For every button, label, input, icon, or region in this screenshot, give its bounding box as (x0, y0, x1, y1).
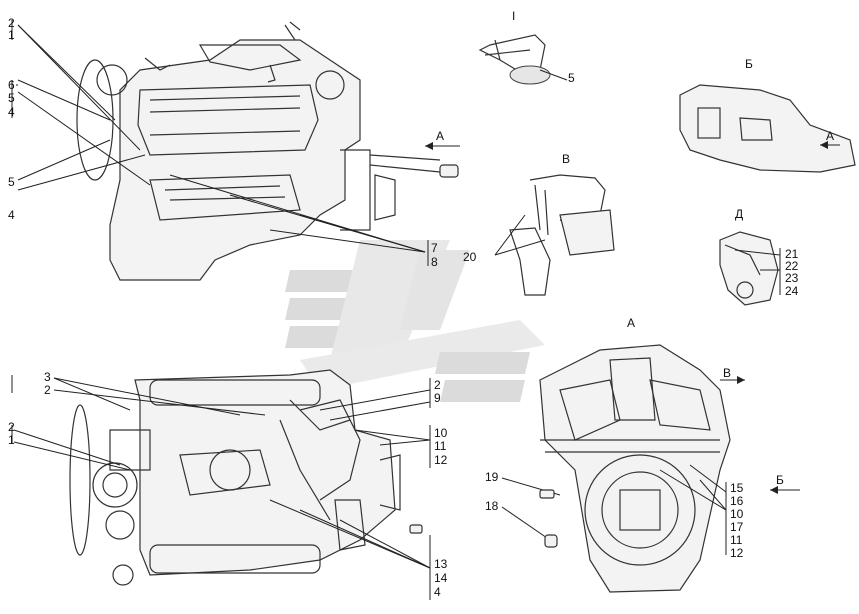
svg-text:В: В (562, 152, 570, 166)
view-arrow-a: А (425, 129, 460, 150)
svg-text:А: А (436, 129, 444, 143)
callout-br-12: 12 (730, 546, 744, 560)
svg-text:В: В (723, 366, 731, 380)
callout-d-22: 22 (785, 259, 799, 273)
callout-i-5: 5 (568, 71, 575, 85)
callout-br-18: 18 (485, 499, 499, 513)
callout-d-23: 23 (785, 271, 799, 285)
detail-b: Б А (679, 57, 856, 173)
callout-bl-11: 11 (434, 439, 447, 453)
callout-bl-1b: 1 (8, 433, 15, 447)
callout-bl-10: 10 (434, 426, 448, 440)
callout-bl-4: 4 (434, 585, 441, 599)
callout-1: 1 (8, 28, 15, 42)
leaders-bottom-right (501, 464, 727, 555)
watermark-logo (285, 240, 545, 402)
detail-v: В 20 (463, 152, 615, 296)
callout-2: 2 (8, 16, 15, 30)
leaders-top-left (11, 20, 429, 266)
callout-br-16: 16 (730, 494, 744, 508)
svg-text:А: А (627, 316, 635, 330)
callout-bl-3: 3 (44, 370, 51, 384)
svg-text:I: I (512, 9, 515, 23)
callout-bl-13: 13 (434, 557, 448, 571)
svg-text:Д: Д (735, 207, 743, 221)
callout-6: 6 (8, 78, 15, 92)
callout-bl-2r: 2 (434, 378, 441, 392)
callout-8: 8 (431, 255, 438, 269)
callout-bl-9: 9 (434, 391, 441, 405)
callout-d-24: 24 (785, 284, 799, 298)
callout-bl-14: 14 (434, 571, 448, 585)
callout-4b: 4 (8, 208, 15, 222)
callout-br-19: 19 (485, 470, 499, 484)
callout-br-11: 11 (730, 533, 743, 547)
engine-front-view-a: А В Б (539, 316, 800, 593)
engine-top-view-bottom (69, 369, 401, 586)
callout-v-20: 20 (463, 250, 477, 264)
callout-br-17: 17 (730, 520, 744, 534)
callout-4: 4 (8, 105, 15, 119)
callout-bl-12: 12 (434, 453, 448, 467)
callout-d-21: 21 (785, 247, 799, 261)
detail-d: Д 21 22 23 24 (719, 207, 799, 306)
callout-5b: 5 (8, 175, 15, 189)
callout-br-10: 10 (730, 507, 744, 521)
callout-br-15: 15 (730, 481, 744, 495)
detail-i: I 5 (478, 9, 575, 85)
callout-7: 7 (431, 241, 438, 255)
svg-text:Б: Б (776, 473, 784, 487)
svg-text:Б: Б (745, 57, 753, 71)
engine-side-view-top (76, 21, 459, 281)
connector-plugs (409, 489, 558, 548)
leaders-bottom-left (11, 375, 431, 600)
callout-5: 5 (8, 91, 15, 105)
callout-bl-2b: 2 (8, 420, 15, 434)
svg-text:А: А (826, 129, 834, 143)
callout-bl-2: 2 (44, 383, 51, 397)
